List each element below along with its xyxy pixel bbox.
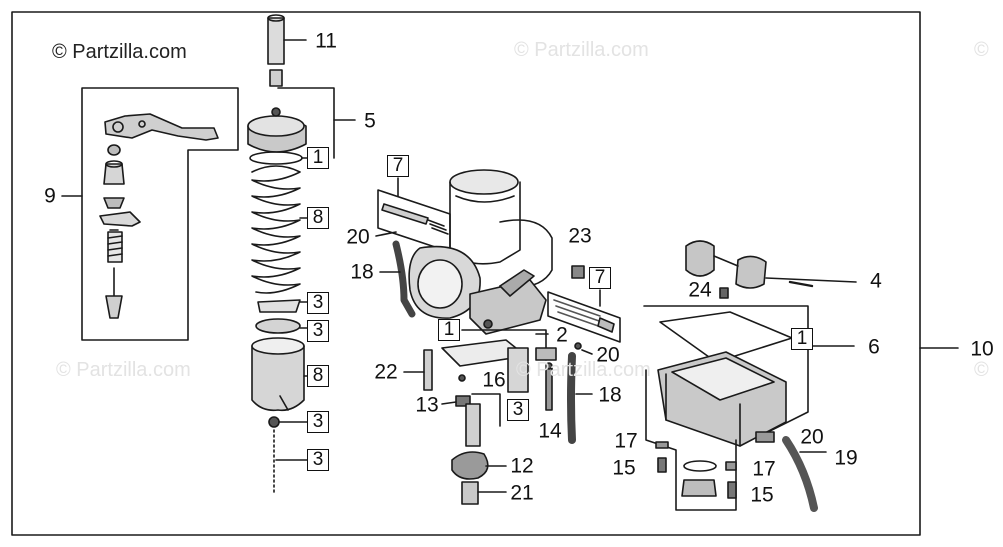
boxed-callout-8-valve: 8 [307,365,329,387]
bracket-6 [643,305,809,437]
bowl-nipple [755,431,775,443]
mixing-chamber-top [247,107,307,153]
carburetor-body [408,169,553,335]
choke-lever [104,113,219,141]
watermark-main: © Partzilla.com [52,41,187,63]
callout-11: 11 [315,29,337,53]
choke-plunger-parts [99,144,141,319]
jet-20b [574,342,582,350]
watermark-faint-2: © Partzilla.com [56,359,191,381]
boxed-callout-3-d: 3 [307,449,329,471]
callout-15-left: 15 [612,456,636,480]
callout-12: 12 [510,454,534,478]
leader-20a [375,231,397,237]
callout-18-left: 18 [350,260,374,284]
boxed-callout-7-right: 7 [589,267,611,289]
o-ring [683,460,717,472]
throttle-valve [251,337,305,412]
watermark-faint-1: © Partzilla.com [514,39,649,61]
callout-13: 13 [415,393,439,417]
boxed-callout-3-a: 3 [307,292,329,314]
callout-17-upper: 17 [614,429,638,453]
part-23 [571,265,585,279]
air-cutoff-pipe [267,14,285,87]
washer-17a [655,441,669,449]
watermark-faint-4: © [974,39,989,61]
callout-17-lower: 17 [752,457,776,481]
watermark-faint-3: © Partzilla.com [516,359,651,381]
callout-18-right: 18 [598,383,622,407]
part-12 [451,451,489,480]
callout-5: 5 [364,109,376,133]
callout-16: 16 [482,368,506,392]
screw-14-head [545,362,553,370]
needle-valve [719,287,729,299]
callout-19: 19 [834,446,858,470]
part-16 [458,374,466,382]
boxed-callout-3-b: 3 [307,320,329,342]
callout-23: 23 [568,224,592,248]
callout-20-lower: 20 [800,425,824,449]
boxed-callout-8-spring: 8 [307,207,329,229]
boxed-callout-3-holder: 3 [507,399,529,421]
boxed-callout-1-top: 1 [307,147,329,169]
assembly-frame [11,11,921,536]
needle-clip [268,416,280,428]
leader-4 [765,277,857,283]
float-bowl [657,351,787,447]
jet-holder [465,403,481,447]
callout-24: 24 [688,278,712,302]
washer-17b [725,461,737,471]
callout-22: 22 [374,360,398,384]
leader-13 [441,401,457,405]
boxed-callout-3-c: 3 [307,411,329,433]
leader-20b [581,349,593,355]
plate-7b [547,291,621,343]
throttle-spring [251,165,301,294]
callout-9: 9 [44,184,56,208]
callout-2: 2 [556,323,568,347]
retainer [255,318,301,334]
needle-jet [507,347,529,393]
pilot-jet [423,349,433,391]
float [685,240,814,289]
boxed-callout-1-jet: 1 [438,319,460,341]
bracket-3e [471,393,501,427]
bracket-9 [81,87,239,341]
screw-15b [727,481,737,499]
boxed-callout-1-bowl: 1 [791,328,813,350]
drain-plug [681,479,717,497]
bracket-5 [277,87,335,159]
callout-21: 21 [510,481,534,505]
screw-15a [657,457,667,473]
callout-20-upper: 20 [346,225,370,249]
callout-4: 4 [870,269,882,293]
callout-15-right: 15 [750,483,774,507]
callout-10: 10 [970,337,994,361]
pilot-screw [381,203,449,235]
clip-plate [257,299,301,313]
boxed-callout-7-left: 7 [387,155,409,177]
holder-2 [535,347,557,361]
vent-hose-left [392,240,416,318]
vent-hose-right [567,352,576,444]
callout-20-middle: 20 [596,343,620,367]
watermark-faint-5: © [974,359,989,381]
part-21 [461,481,479,505]
callout-14: 14 [538,419,562,443]
throttle-stop-screw [553,299,615,333]
callout-6: 6 [868,335,880,359]
gasket-1a [249,151,303,165]
overflow-tube [782,436,818,512]
